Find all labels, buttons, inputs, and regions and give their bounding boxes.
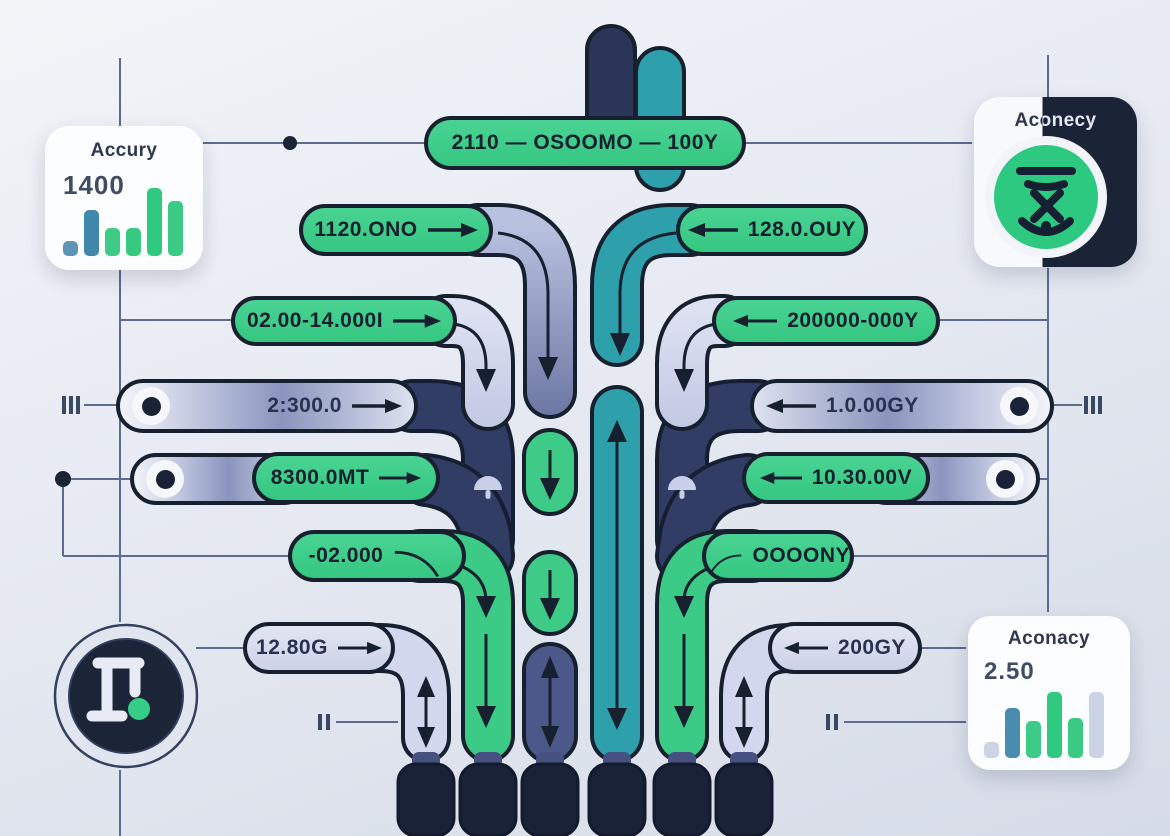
flow-arrows [424, 231, 747, 734]
pill-label: 02.00-14.000I [246, 309, 384, 332]
bar [984, 742, 999, 758]
pill-label: 1.0.00GY [826, 394, 919, 417]
pill-label: 10.30.00V [811, 466, 913, 489]
curve-line-icon [395, 550, 440, 578]
arrow-left-icon [759, 472, 802, 484]
bar [1026, 721, 1041, 758]
pill-label: 1120.ONO [314, 218, 418, 241]
bottom-caps [396, 752, 774, 836]
pill-right-5: OOOONY [702, 530, 854, 582]
port-dot [986, 460, 1024, 498]
tick-marks [62, 396, 1102, 730]
grid-lines [62, 55, 1082, 836]
pill-left-4: 8300.0MT [252, 452, 440, 504]
pill-left-5: -02.000 [288, 530, 466, 582]
umbrella-icon [474, 476, 502, 499]
mini-bar-chart [984, 686, 1104, 758]
stat-card-top-right: Aconecy Aconecy [974, 97, 1137, 267]
pill-label: 8300.0MT [270, 466, 370, 489]
pill-label: 2110 — OSOOMO — 100Y [451, 131, 719, 154]
bar [1005, 708, 1020, 758]
bar [126, 228, 141, 256]
bar [84, 210, 99, 256]
port-dot [132, 387, 170, 425]
bar [63, 241, 78, 256]
pill-top-route: 2110 — OSOOMO — 100Y [424, 116, 746, 170]
umbrella-icon [668, 476, 696, 499]
arrow-left-icon [733, 314, 778, 328]
stat-card-top-left: Accury 1400 [45, 126, 203, 270]
bar [147, 188, 162, 256]
bar [1047, 692, 1062, 758]
pill-left-6: 12.80G [243, 622, 395, 674]
pill-label: 2:300.0 [267, 394, 342, 417]
mini-bar-chart [63, 184, 183, 256]
card-title: Aconacy [1007, 628, 1090, 649]
pill-label: OOOONY [752, 544, 850, 567]
arrow-right-icon [393, 314, 442, 328]
pill-left-1: 1120.ONO [299, 204, 493, 256]
arrow-right-icon [337, 641, 382, 655]
card-title: Aconecy Aconecy [1014, 110, 1097, 131]
card-value: 2.50 [984, 658, 1035, 685]
pi-icon [53, 623, 199, 769]
bar [1089, 692, 1104, 758]
card-title: Accury [90, 140, 158, 161]
pill-left-2: 02.00-14.000I [231, 296, 457, 346]
bar [168, 201, 183, 256]
arrow-left-icon [687, 223, 738, 237]
arrow-right-icon [427, 223, 478, 237]
pill-label: 200000-000Y [787, 309, 919, 332]
card-value: 1400 [63, 170, 125, 200]
node-dot [55, 471, 71, 487]
arrow-heads [417, 333, 753, 748]
arrow-right-icon [379, 472, 422, 484]
pill-right-4: 10.30.00V [742, 452, 930, 504]
port-dot [146, 460, 184, 498]
pill-label: 200GY [838, 636, 906, 659]
pill-right-2: 200000-000Y [712, 296, 940, 346]
port-dot [1000, 387, 1038, 425]
arrow-left-icon [784, 641, 829, 655]
pill-right-6: 200GY [768, 622, 922, 674]
pill-label: 128.0.OUY [747, 218, 857, 241]
curve-line-icon [710, 554, 742, 573]
connector-capsule-right: 1.0.00GY [750, 379, 1054, 433]
bar [1068, 718, 1083, 758]
arrow-right-icon [352, 399, 402, 413]
node-dot [283, 136, 297, 150]
pill-label: -02.000 [308, 544, 384, 567]
pill-label: 12.80G [256, 636, 328, 659]
smiley-x-icon [985, 136, 1107, 258]
connector-capsule-left: 2:300.0 [116, 379, 418, 433]
bar [105, 228, 120, 256]
arrow-left-icon [766, 399, 816, 413]
stat-card-bottom-right: Aconacy 2.50 [968, 616, 1130, 770]
pill-right-1: 128.0.OUY [676, 204, 868, 256]
